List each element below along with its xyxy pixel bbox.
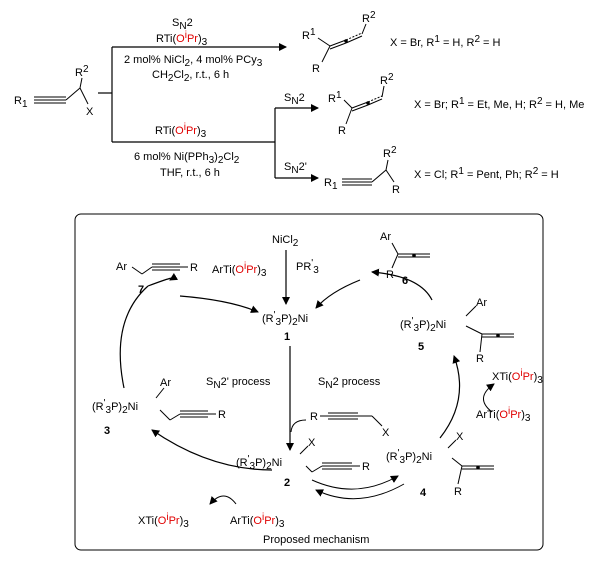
equilibrium-reverse bbox=[315, 483, 405, 500]
branch-b-product: R1 R2 R bbox=[324, 145, 400, 196]
complex-3-formula: (R'3P)2Ni bbox=[92, 398, 138, 416]
transmetalation-left bbox=[209, 495, 237, 505]
substrate-r1: R1 bbox=[14, 95, 28, 110]
complex-3: (R'3P)2Ni Ar R 3 bbox=[92, 377, 226, 437]
product-7-r: R bbox=[190, 262, 198, 274]
complex-5-formula: (R'3P)2Ni bbox=[400, 316, 446, 334]
transmetalation-right bbox=[483, 383, 495, 413]
branch-b-note: X = Cl; R1 = Pent, Ph; R2 = H bbox=[414, 166, 559, 181]
label-2: 2 bbox=[284, 477, 290, 489]
branch-a-r1: R1 bbox=[328, 90, 342, 105]
label-6: 6 bbox=[402, 275, 408, 287]
substrate-r2: R2 bbox=[75, 64, 89, 79]
branch-a-r: R bbox=[338, 125, 346, 137]
label-7: 7 bbox=[138, 284, 144, 296]
complex-2-x: X bbox=[308, 437, 316, 449]
arrow-7-to-1 bbox=[179, 295, 259, 313]
upper-conditions-1: 2 mol% NiCl2, 4 mol% PCy3 bbox=[124, 54, 263, 69]
lower-reagent: RTi(OiPr)3 bbox=[155, 122, 207, 140]
mechanism-box bbox=[74, 213, 544, 551]
sn2-process-label: SN2 process bbox=[318, 376, 381, 391]
label-3: 3 bbox=[104, 425, 110, 437]
branch-a-note: X = Br; R1 = Et, Me, H; R2 = H, Me bbox=[414, 96, 584, 111]
branch-a-r2: R2 bbox=[380, 72, 394, 87]
arrow-6-to-1 bbox=[315, 279, 361, 309]
arrow-3-up bbox=[119, 285, 149, 389]
product-7-ar: Ar bbox=[116, 261, 127, 273]
label-4: 4 bbox=[420, 487, 427, 499]
xti-right: XTi(OiPr)3 bbox=[492, 368, 543, 386]
complex-3-ar: Ar bbox=[160, 377, 171, 389]
complex-1: (R'3P)2Ni 1 bbox=[262, 310, 308, 343]
arti-bottom: ArTi(OiPr)3 bbox=[230, 512, 285, 530]
pr3-ligand: PR'3 bbox=[296, 258, 319, 276]
upper-conditions-2: CH2Cl2, r.t., 6 h bbox=[152, 69, 229, 84]
substrate-x: X bbox=[86, 106, 94, 118]
label-5: 5 bbox=[418, 341, 424, 353]
lower-conditions-1: 6 mol% Ni(PPh3)2Cl2 bbox=[134, 151, 240, 166]
product-6-ar: Ar bbox=[380, 231, 391, 243]
complex-2-r: R bbox=[362, 461, 370, 473]
complex-4-formula: (R'3P)2Ni bbox=[386, 448, 432, 466]
nicl2: NiCl2 bbox=[272, 234, 299, 249]
upper-product-r2: R2 bbox=[362, 10, 376, 25]
complex-2-formula: (R'3P)2Ni bbox=[236, 454, 282, 472]
complex-4: (R'3P)2Ni X R 4 bbox=[386, 431, 494, 499]
complex-4-r: R bbox=[454, 486, 462, 498]
arrow-to-7 bbox=[147, 272, 179, 287]
product-7: Ar R 7 bbox=[116, 261, 198, 296]
upper-note: X = Br, R1 = H, R2 = H bbox=[390, 34, 501, 49]
lower-conditions-2: THF, r.t., 6 h bbox=[160, 167, 220, 179]
complex-1-formula: (R'3P)2Ni bbox=[262, 310, 308, 328]
branch-b-r1: R1 bbox=[324, 177, 338, 192]
arrow-2-to-3 bbox=[151, 429, 273, 471]
mechanism-caption: Proposed mechanism bbox=[263, 534, 369, 546]
branch-b-r: R bbox=[392, 184, 400, 196]
label-1: 1 bbox=[284, 331, 290, 343]
xti-bottom-left: XTi(OiPr)3 bbox=[138, 512, 189, 530]
upper-product-r1: R1 bbox=[302, 27, 316, 42]
substrate-entry-curve bbox=[290, 419, 307, 433]
arti-right: ArTi(OiPr)3 bbox=[476, 406, 531, 424]
arti-top: ArTi(OiPr)3 bbox=[212, 261, 267, 279]
upper-product-r: R bbox=[312, 63, 320, 75]
branch-b-r2: R2 bbox=[383, 145, 397, 160]
complex-5-r: R bbox=[476, 353, 484, 365]
branch-b-label: SN2' bbox=[284, 161, 307, 176]
upper-product: R1 R2 R bbox=[302, 10, 376, 75]
branch-a-label: SN2 bbox=[284, 92, 305, 107]
complex-4-x: X bbox=[456, 431, 464, 443]
arrow-5-to-6 bbox=[371, 268, 433, 301]
sn2prime-process-label: SN2' process bbox=[206, 376, 271, 391]
upper-reagent: RTi(OiPr)3 bbox=[156, 30, 208, 48]
upper-sn2-label: SN2 bbox=[172, 17, 193, 32]
propargyl-substrate: R X bbox=[310, 411, 390, 439]
branch-a-product: R1 R2 R bbox=[328, 72, 394, 137]
substrate-structure: R1 R2 X bbox=[14, 64, 94, 118]
substrate-center-r: R bbox=[310, 411, 318, 423]
complex-2: (R'3P)2Ni X R 2 bbox=[236, 437, 370, 489]
substrate-center-x: X bbox=[382, 427, 390, 439]
complex-5: (R'3P)2Ni Ar R 5 bbox=[400, 297, 514, 365]
arrow-4-to-5 bbox=[439, 355, 461, 439]
complex-5-ar: Ar bbox=[476, 297, 487, 309]
complex-3-r: R bbox=[218, 409, 226, 421]
equilibrium-forward bbox=[311, 475, 399, 490]
